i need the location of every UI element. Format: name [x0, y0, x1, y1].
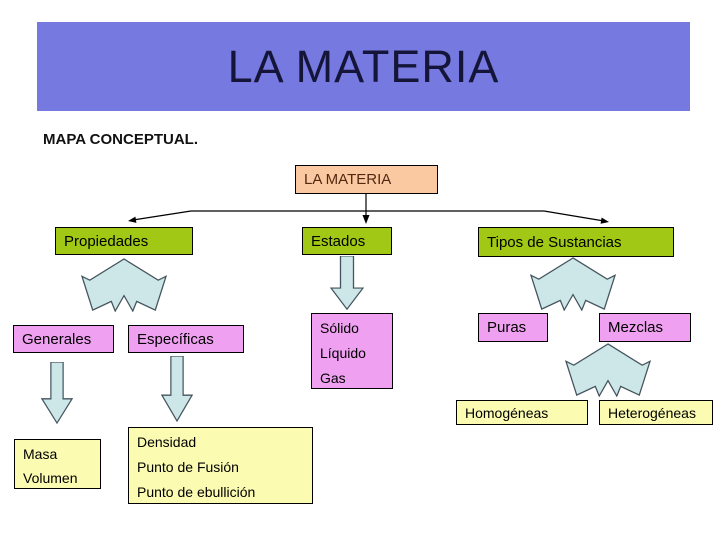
- node-especificas-list: Densidad Punto de Fusión Punto de ebulli…: [128, 427, 313, 504]
- connector-tree: [128, 194, 609, 224]
- node-tipos-de-sustancias: Tipos de Sustancias: [478, 227, 674, 257]
- propiedad-punto-fusion: Punto de Fusión: [137, 459, 239, 475]
- slide-title: LA MATERIA: [227, 40, 500, 92]
- split-arrow-propiedades: [81, 258, 167, 312]
- node-propiedades: Propiedades: [55, 227, 193, 255]
- node-homogeneas: Homogéneas: [456, 400, 588, 425]
- node-mezclas: Mezclas: [599, 313, 691, 342]
- node-masa-volumen: Masa Volumen: [14, 439, 101, 489]
- node-estados-list: Sólido Líquido Gas: [311, 313, 393, 389]
- node-puras: Puras: [478, 313, 548, 342]
- down-arrow-generales: [41, 362, 73, 424]
- root-node-la-materia: LA MATERIA: [295, 165, 438, 194]
- propiedad-volumen: Volumen: [23, 470, 78, 486]
- slide-subtitle: MAPA CONCEPTUAL.: [43, 131, 198, 148]
- title-bar: LA MATERIA: [37, 22, 690, 111]
- propiedad-punto-ebullicion: Punto de ebullición: [137, 484, 256, 500]
- node-generales: Generales: [13, 325, 114, 353]
- propiedad-masa: Masa: [23, 446, 58, 462]
- split-arrow-tipos: [530, 257, 616, 311]
- estado-liquido: Líquido: [320, 345, 366, 361]
- node-heterogeneas: Heterogéneas: [599, 400, 713, 425]
- node-estados: Estados: [302, 227, 392, 255]
- down-arrow-estados: [330, 256, 364, 310]
- estado-gas: Gas: [320, 370, 346, 386]
- down-arrow-especificas: [161, 356, 193, 422]
- split-arrow-mezclas: [565, 343, 651, 397]
- node-especificas: Específicas: [128, 325, 244, 353]
- propiedad-densidad: Densidad: [137, 434, 197, 450]
- estado-solido: Sólido: [320, 320, 359, 336]
